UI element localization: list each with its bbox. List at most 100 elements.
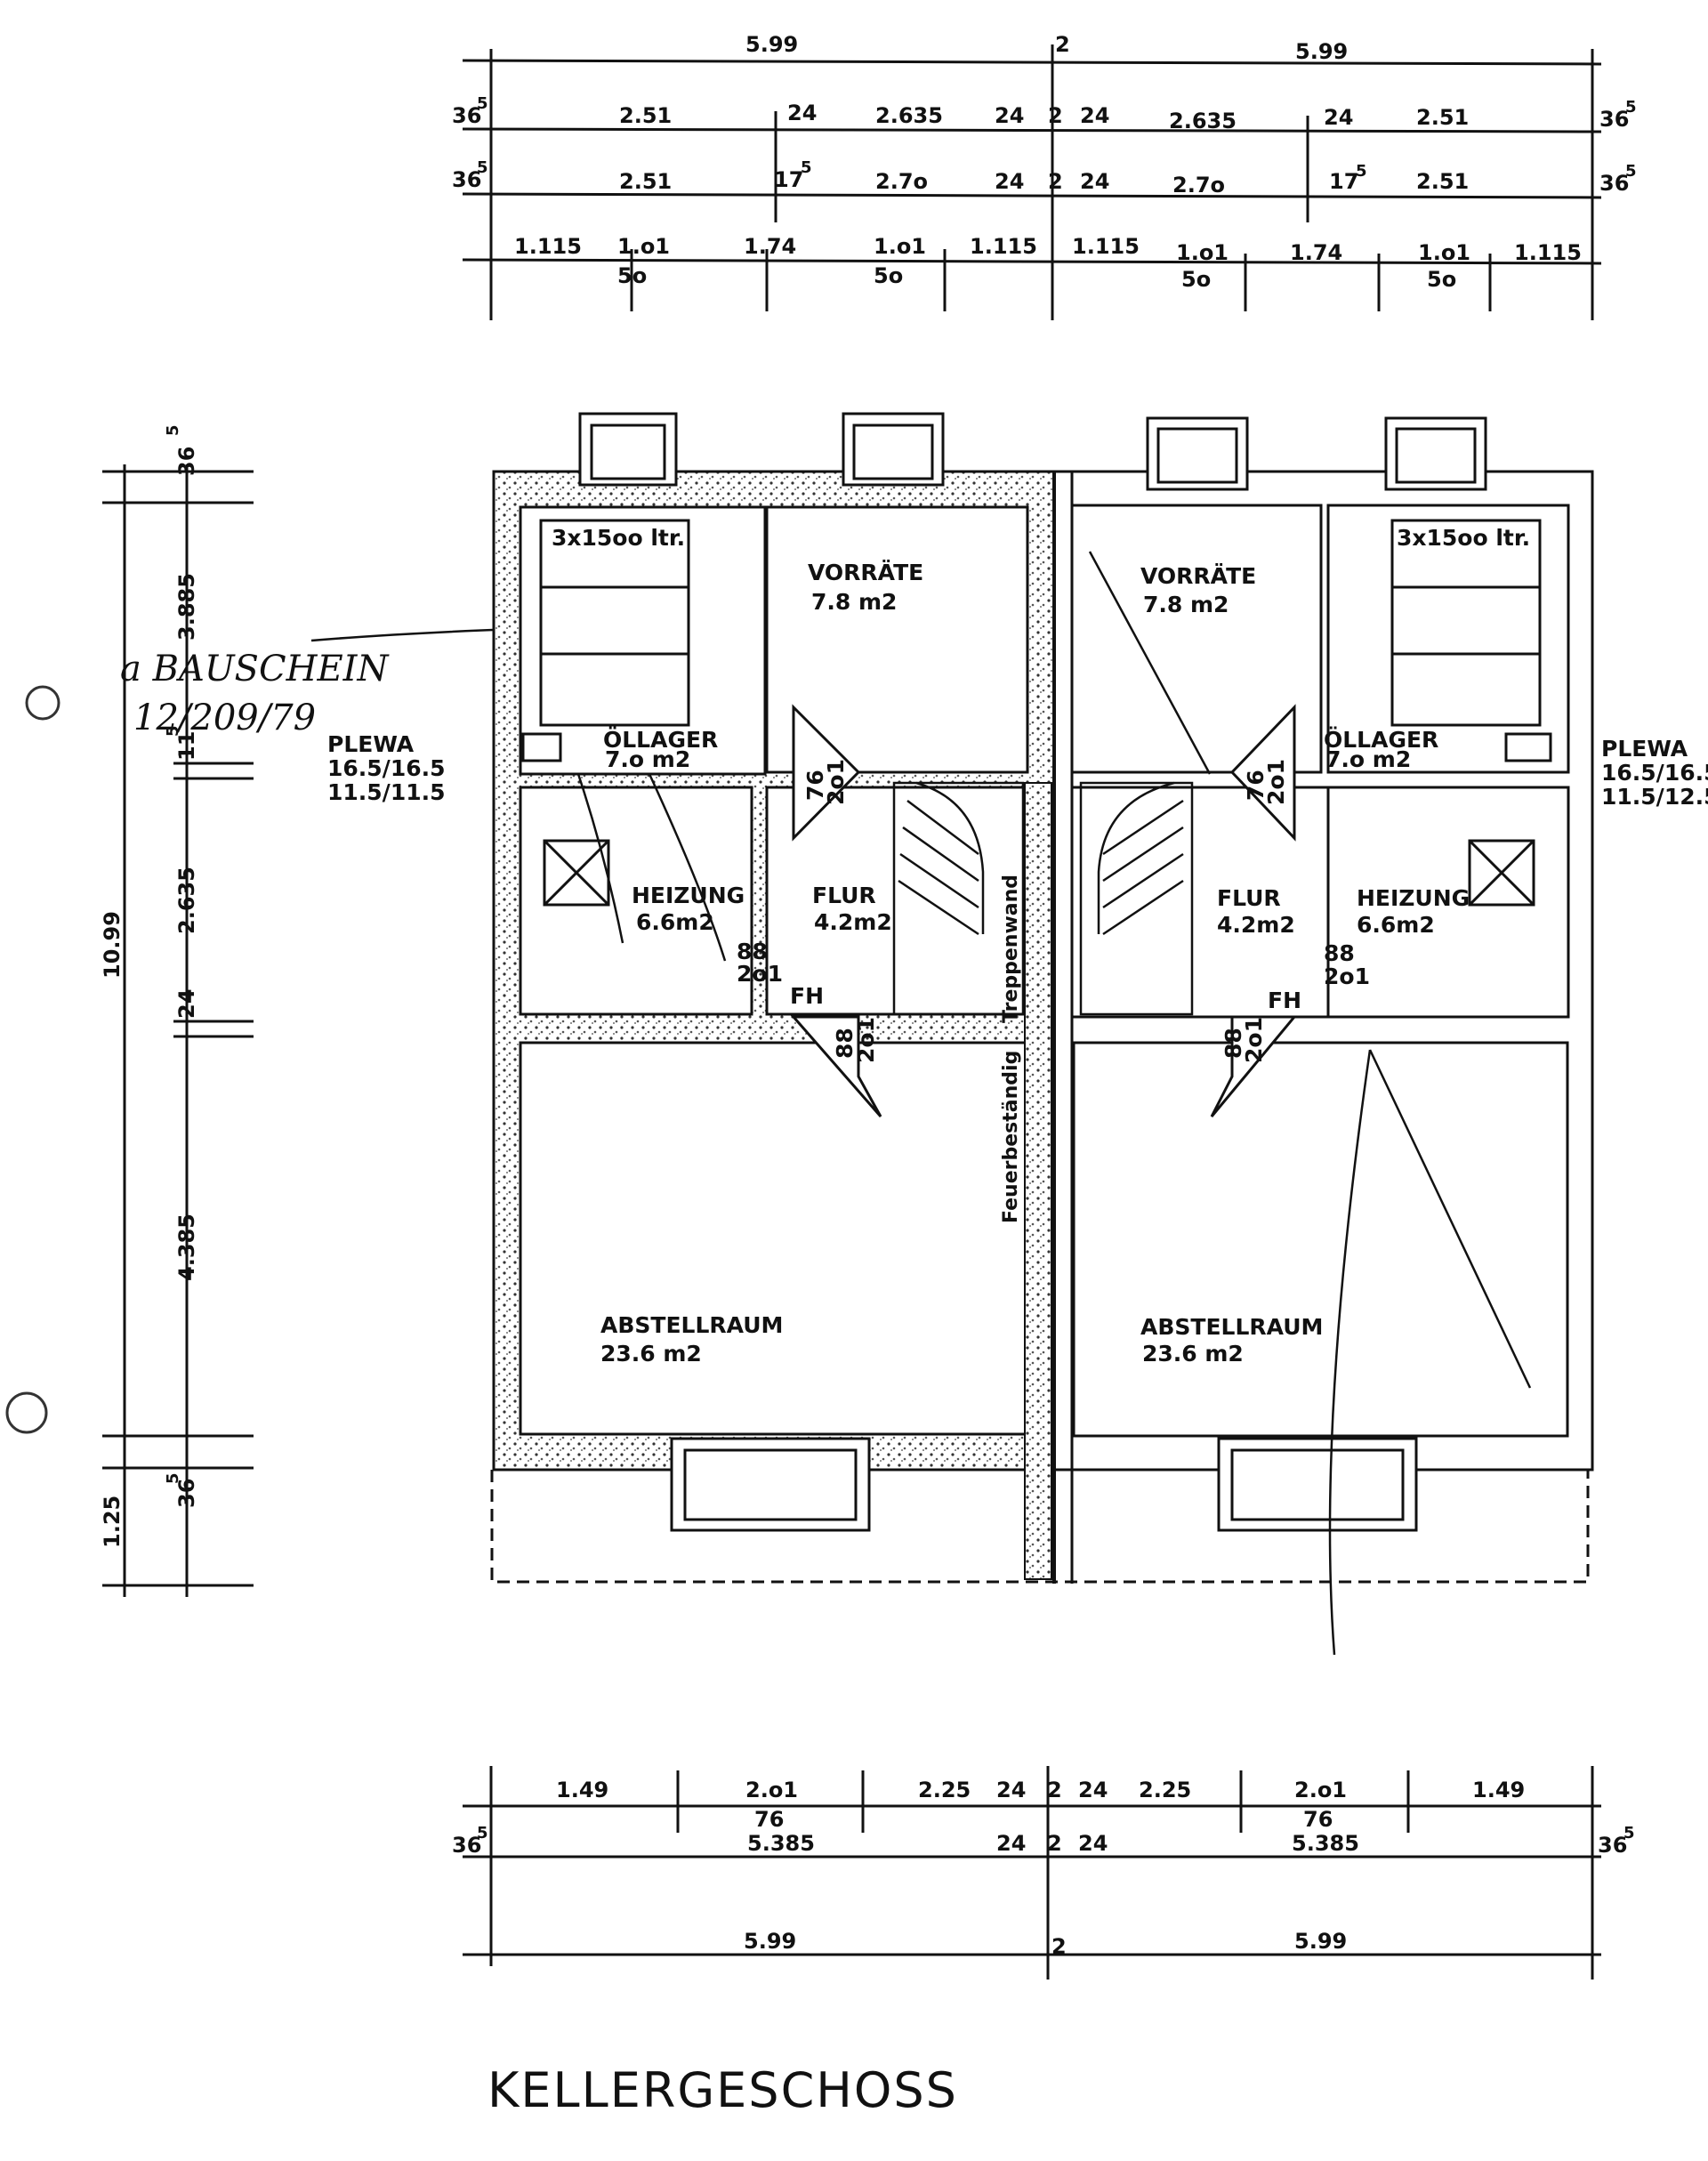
dim-bot-r1-h: 2.25 [1139,1778,1191,1802]
left-tank-capacity: 3x15oo ltr. [552,525,685,551]
right-door-76: 76 [1243,770,1269,801]
wall-labels: Treppenwand Feuerbeständig [1000,875,1022,1223]
dim-bot-r2-g: 5.385 [1292,1831,1359,1856]
left-oellager-name: ÖLLAGER [603,726,718,753]
right-door-88b: 88 [1221,1028,1246,1059]
dim-top-r3-d: 17 [774,167,803,192]
left-door-88b: 88 [832,1028,858,1059]
left-fh: FH [790,983,824,1009]
dim-bot-r2-i: 5 [1623,1824,1635,1842]
right-flur-area: 4.2m2 [1217,912,1295,938]
dim-top-r3-i: 24 [1080,169,1109,194]
dim-bot-r1-i: 2.o1 [1294,1778,1347,1802]
right-heizung-area: 6.6m2 [1357,912,1435,938]
dim-top-r4-e: 1.o1 [874,234,926,259]
dim-bot-r1-c: 76 [754,1807,784,1832]
dim-bot-r1-j: 76 [1303,1807,1333,1832]
dim-bot-r1-b: 2.o1 [745,1778,798,1802]
right-tank-capacity: 3x15oo ltr. [1397,525,1530,551]
dim-top-r4-a: 1.115 [514,234,582,259]
left-flur-area: 4.2m2 [814,909,892,935]
right-abstellraum-area: 23.6 m2 [1142,1341,1244,1367]
dim-top-r4-k: 1.74 [1290,240,1342,265]
dim-bot-r2-c: 5.385 [747,1831,815,1856]
right-heizung-name: HEIZUNG [1357,885,1470,911]
left-abstellraum-area: 23.6 m2 [600,1341,702,1367]
dim-left-l: 10.99 [100,911,125,979]
dim-bot-r2-b: 5 [477,1824,488,1842]
right-plewa-name: PLEWA [1601,736,1688,762]
right-abstellraum-name: ABSTELLRAUM [1140,1314,1323,1340]
heating-units [521,732,1552,907]
dim-top-r3-m: 2.51 [1416,169,1469,194]
sketch-lines [576,551,1532,1656]
dim-left-k: 1.25 [100,1496,125,1548]
dim-top-r3-n: 36 [1599,171,1629,196]
right-door-76-201: 2o1 [1263,759,1289,805]
right-vorraete-area: 7.8 m2 [1143,592,1229,617]
left-vorraete-area: 7.8 m2 [811,589,897,615]
dim-top-r3-b: 5 [477,158,488,177]
left-dimension-chain [102,464,254,1597]
annotation-line1: a BAUSCHEIN [120,649,390,689]
dim-top-r4-i: 1.o1 [1176,240,1229,265]
dim-top-r3-l: 5 [1356,162,1367,181]
left-plewa-l2: 11.5/11.5 [327,779,446,805]
dim-bot-r1-g: 24 [1078,1778,1108,1802]
dim-top-r3-g: 24 [995,169,1024,194]
dim-top-r2-a: 36 [452,103,481,128]
left-door-88b-201: 2o1 [853,1017,879,1063]
dim-bot-r3-a: 5.99 [744,1929,796,1954]
bottom-dimension-labels: 1.49 2.o1 76 2.25 24 2 24 2.25 2.o1 76 1… [452,1778,1635,1959]
left-abstellraum-name: ABSTELLRAUM [600,1312,783,1338]
dim-top-r2-l: 36 [1599,107,1629,132]
dim-left-e: 5 [164,725,182,737]
dim-bot-r2-f: 24 [1078,1831,1108,1856]
right-unit-labels: 3x15oo ltr. VORRÄTE 7.8 m2 ÖLLAGER 7.o m… [1140,525,1708,1367]
dim-top-r2-g: 2 [1048,103,1063,128]
dim-left-b: 5 [164,424,182,436]
dim-top-r2-b: 5 [477,94,488,113]
dim-top-r2-d: 24 [787,101,817,125]
left-oellager-area: 7.o m2 [605,746,690,772]
left-plewa-name: PLEWA [327,731,415,757]
dim-left-d: 11 [174,731,199,761]
right-fh: FH [1268,988,1301,1013]
dim-top-r4-d: 1.74 [744,234,796,259]
feuerbestaendig-label: Feuerbeständig [1000,1051,1022,1223]
dim-top-r2-c: 2.51 [619,103,672,128]
dim-left-i: 36 [174,1479,199,1508]
dim-top-r4-h: 1.115 [1072,234,1140,259]
dim-top-r3-a: 36 [452,167,481,192]
dim-top-r2-h: 24 [1080,103,1109,128]
right-door-88b-201: 2o1 [1241,1017,1267,1063]
oil-tanks [539,519,1542,727]
left-dimension-labels: 36 5 3.885 11 5 2.635 24 4.385 36 5 1.25… [100,424,199,1548]
dim-top-r1-a: 5.99 [745,32,798,57]
left-door-88: 88 [737,939,768,964]
dim-left-f: 2.635 [174,867,199,934]
bottom-dimension-chain [463,1766,1601,1980]
right-door-88: 88 [1324,940,1355,966]
right-plewa-l1: 16.5/16.5 [1601,760,1708,786]
left-flur-name: FLUR [812,883,876,908]
dim-bot-r2-e: 2 [1047,1831,1062,1856]
dim-bot-r2-a: 36 [452,1833,481,1858]
dim-top-r4-f: 5o [874,263,903,288]
dim-top-r3-c: 2.51 [619,169,672,194]
dim-top-r3-f: 2.7o [875,169,928,194]
dim-top-r3-o: 5 [1625,162,1637,181]
left-door-76: 76 [802,770,828,801]
dim-left-h: 4.385 [174,1214,199,1281]
dim-top-r1-b: 2 [1055,32,1070,57]
dim-top-r4-g: 1.115 [970,234,1037,259]
dim-bot-r2-d: 24 [996,1831,1026,1856]
dim-bot-r1-f: 2 [1047,1778,1062,1802]
right-oellager-area: 7.o m2 [1325,746,1411,772]
right-vorraete-name: VORRÄTE [1140,562,1256,589]
dim-top-r4-l: 1.o1 [1418,240,1470,265]
dim-top-r3-j: 2.7o [1172,173,1225,198]
right-plewa-l2: 11.5/12.5 [1601,784,1708,810]
left-heizung-area: 6.6m2 [636,909,714,935]
